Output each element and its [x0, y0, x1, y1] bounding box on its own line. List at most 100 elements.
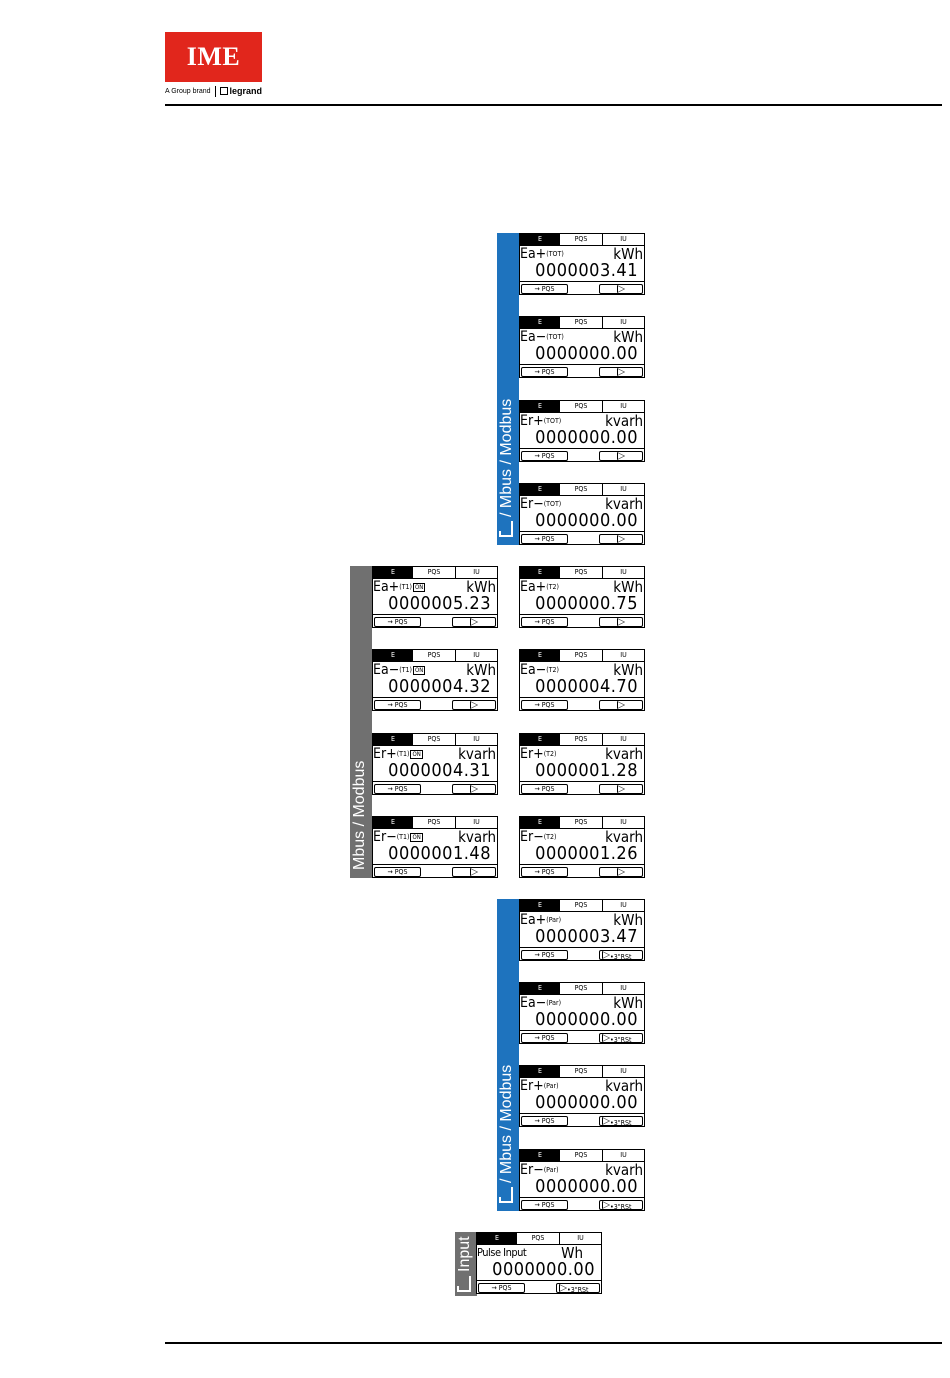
screen-softkeys: → PQS — [373, 698, 497, 710]
quantity-tariff: (T1) — [396, 833, 410, 841]
screen-softkeys: → PQS — [520, 698, 644, 710]
unit-label: kWh — [613, 578, 643, 596]
quantity-label: Er−(T1)ON — [373, 829, 423, 846]
softkey-pqs: → PQS — [521, 451, 568, 461]
quantity-label: Ea−(TOT) — [520, 329, 564, 345]
tab-e: E — [520, 567, 560, 578]
unit-label: kWh — [466, 578, 496, 596]
quantity-label: Ea+(TOT) — [520, 246, 564, 262]
unit-label: kWh — [466, 661, 496, 679]
softkey-next: •3"RSt — [599, 950, 643, 960]
energy-value: 0000000.00 — [535, 427, 638, 448]
screen-softkeys: → PQS — [373, 865, 497, 877]
softkey-pqs: → PQS — [478, 1283, 525, 1293]
tab-pqs: PQS — [560, 401, 603, 412]
tab-iu: IU — [620, 402, 627, 410]
quantity-name: Ea− — [520, 662, 547, 678]
softkey-next — [599, 784, 643, 794]
unit-label: kvarh — [605, 745, 643, 763]
play-triangle-icon — [617, 701, 625, 709]
quantity-label: Pulse Input — [477, 1245, 527, 1261]
group-brand-line: A Group brand legrand — [165, 84, 275, 98]
energy-value: 0000000.00 — [535, 1176, 638, 1197]
quantity-tariff: (T1) — [396, 750, 410, 758]
quantity-label: Ea−(Par) — [520, 995, 561, 1011]
screen-divider — [520, 1113, 644, 1114]
play-triangle-icon — [602, 951, 610, 959]
softkey-next — [452, 700, 496, 710]
screen-softkeys: → PQS •3"RSt — [520, 1198, 644, 1210]
softkey-next: •3"RSt — [599, 1033, 643, 1043]
quantity-tariff: (T2) — [543, 750, 557, 758]
quantity-label: Er+(Par) — [520, 1078, 559, 1094]
tab-pqs: PQS — [413, 734, 456, 745]
play-triangle-icon — [617, 452, 625, 460]
softkey-pqs: → PQS — [521, 1116, 568, 1126]
tab-e: E — [373, 650, 413, 661]
reset-hint: •3"RSt — [610, 1203, 632, 1211]
play-triangle-icon — [617, 618, 625, 626]
band-par: / Mbus / Modbus — [497, 899, 519, 1211]
tab-e: E — [373, 734, 413, 745]
play-triangle-icon — [602, 1201, 610, 1209]
tab-pqs: PQS — [560, 900, 603, 911]
quantity-tariff: (TOT) — [543, 417, 562, 425]
screen-divider — [520, 531, 644, 532]
unit-label: kvarh — [605, 412, 643, 430]
quantity-tariff: (T1) — [399, 583, 413, 591]
softkey-pqs: → PQS — [521, 1200, 568, 1210]
header-rule — [165, 104, 942, 106]
tab-e: E — [520, 1150, 560, 1161]
screen-softkeys: → PQS — [520, 865, 644, 877]
legrand-text: legrand — [229, 86, 263, 96]
tab-pqs: PQS — [560, 983, 603, 994]
tab-e: E — [520, 983, 560, 994]
play-triangle-icon — [559, 1284, 567, 1292]
energy-value: 0000001.26 — [535, 843, 638, 864]
quantity-name: Ea+ — [520, 579, 547, 595]
play-triangle-icon — [470, 618, 478, 626]
play-triangle-icon — [617, 285, 625, 293]
quantity-name: Ea− — [373, 662, 400, 678]
tariff-on-badge: ON — [410, 750, 423, 759]
quantity-tariff: (TOT) — [546, 250, 564, 258]
brand-separator — [214, 85, 216, 97]
tab-e: E — [520, 734, 560, 745]
quantity-label: Er+(T2) — [520, 746, 556, 762]
tab-pqs: PQS — [560, 567, 603, 578]
unit-label: kWh — [613, 328, 643, 346]
quantity-tariff: (Par) — [543, 1082, 559, 1090]
softkey-pqs: → PQS — [374, 617, 421, 627]
quantity-tariff: (T2) — [543, 833, 557, 841]
quantity-tariff: (Par) — [546, 999, 562, 1007]
quantity-name: Ea+ — [520, 912, 547, 928]
group-brand-text: A Group brand — [165, 87, 211, 95]
band-par-label: / Mbus / Modbus — [498, 1065, 516, 1203]
softkey-pqs: → PQS — [374, 867, 421, 877]
tab-iu: IU — [620, 984, 627, 992]
tab-iu: IU — [473, 818, 480, 826]
tab-e: E — [373, 817, 413, 828]
quantity-tariff: (TOT) — [543, 500, 562, 508]
play-triangle-icon — [602, 1117, 610, 1125]
screen-softkeys: → PQS•3"RSt — [477, 1281, 601, 1293]
ime-logo: IME — [165, 32, 262, 82]
tariff-on-badge: ON — [413, 583, 426, 592]
tab-pqs: PQS — [560, 734, 603, 745]
quantity-label: Ea−(T1)ON — [373, 662, 426, 679]
